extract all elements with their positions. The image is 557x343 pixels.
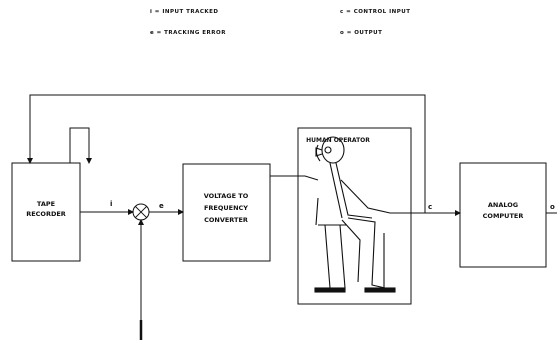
signal-i-label: i [110,200,112,208]
signal-o-label: o [550,203,555,211]
analog-label-1: ANALOG [488,201,518,209]
vtf-converter-box [183,164,270,261]
human-operator-label: HUMAN OPERATOR [306,137,370,144]
vtf-label-3: CONVERTER [204,216,248,224]
tape-label-2: RECORDER [26,210,66,218]
vtf-label-2: FREQUENCY [204,204,248,212]
tape-label-1: TAPE [37,200,55,208]
tape-loop-line [70,128,89,163]
vtf-label-1: VOLTAGE TO [204,192,249,200]
human-operator-figure [315,137,395,292]
signal-e-label: e [159,202,164,210]
summing-junction [133,204,149,220]
signal-c-label: c [428,203,432,211]
display-line [270,176,318,180]
analog-label-2: COMPUTER [483,212,524,220]
